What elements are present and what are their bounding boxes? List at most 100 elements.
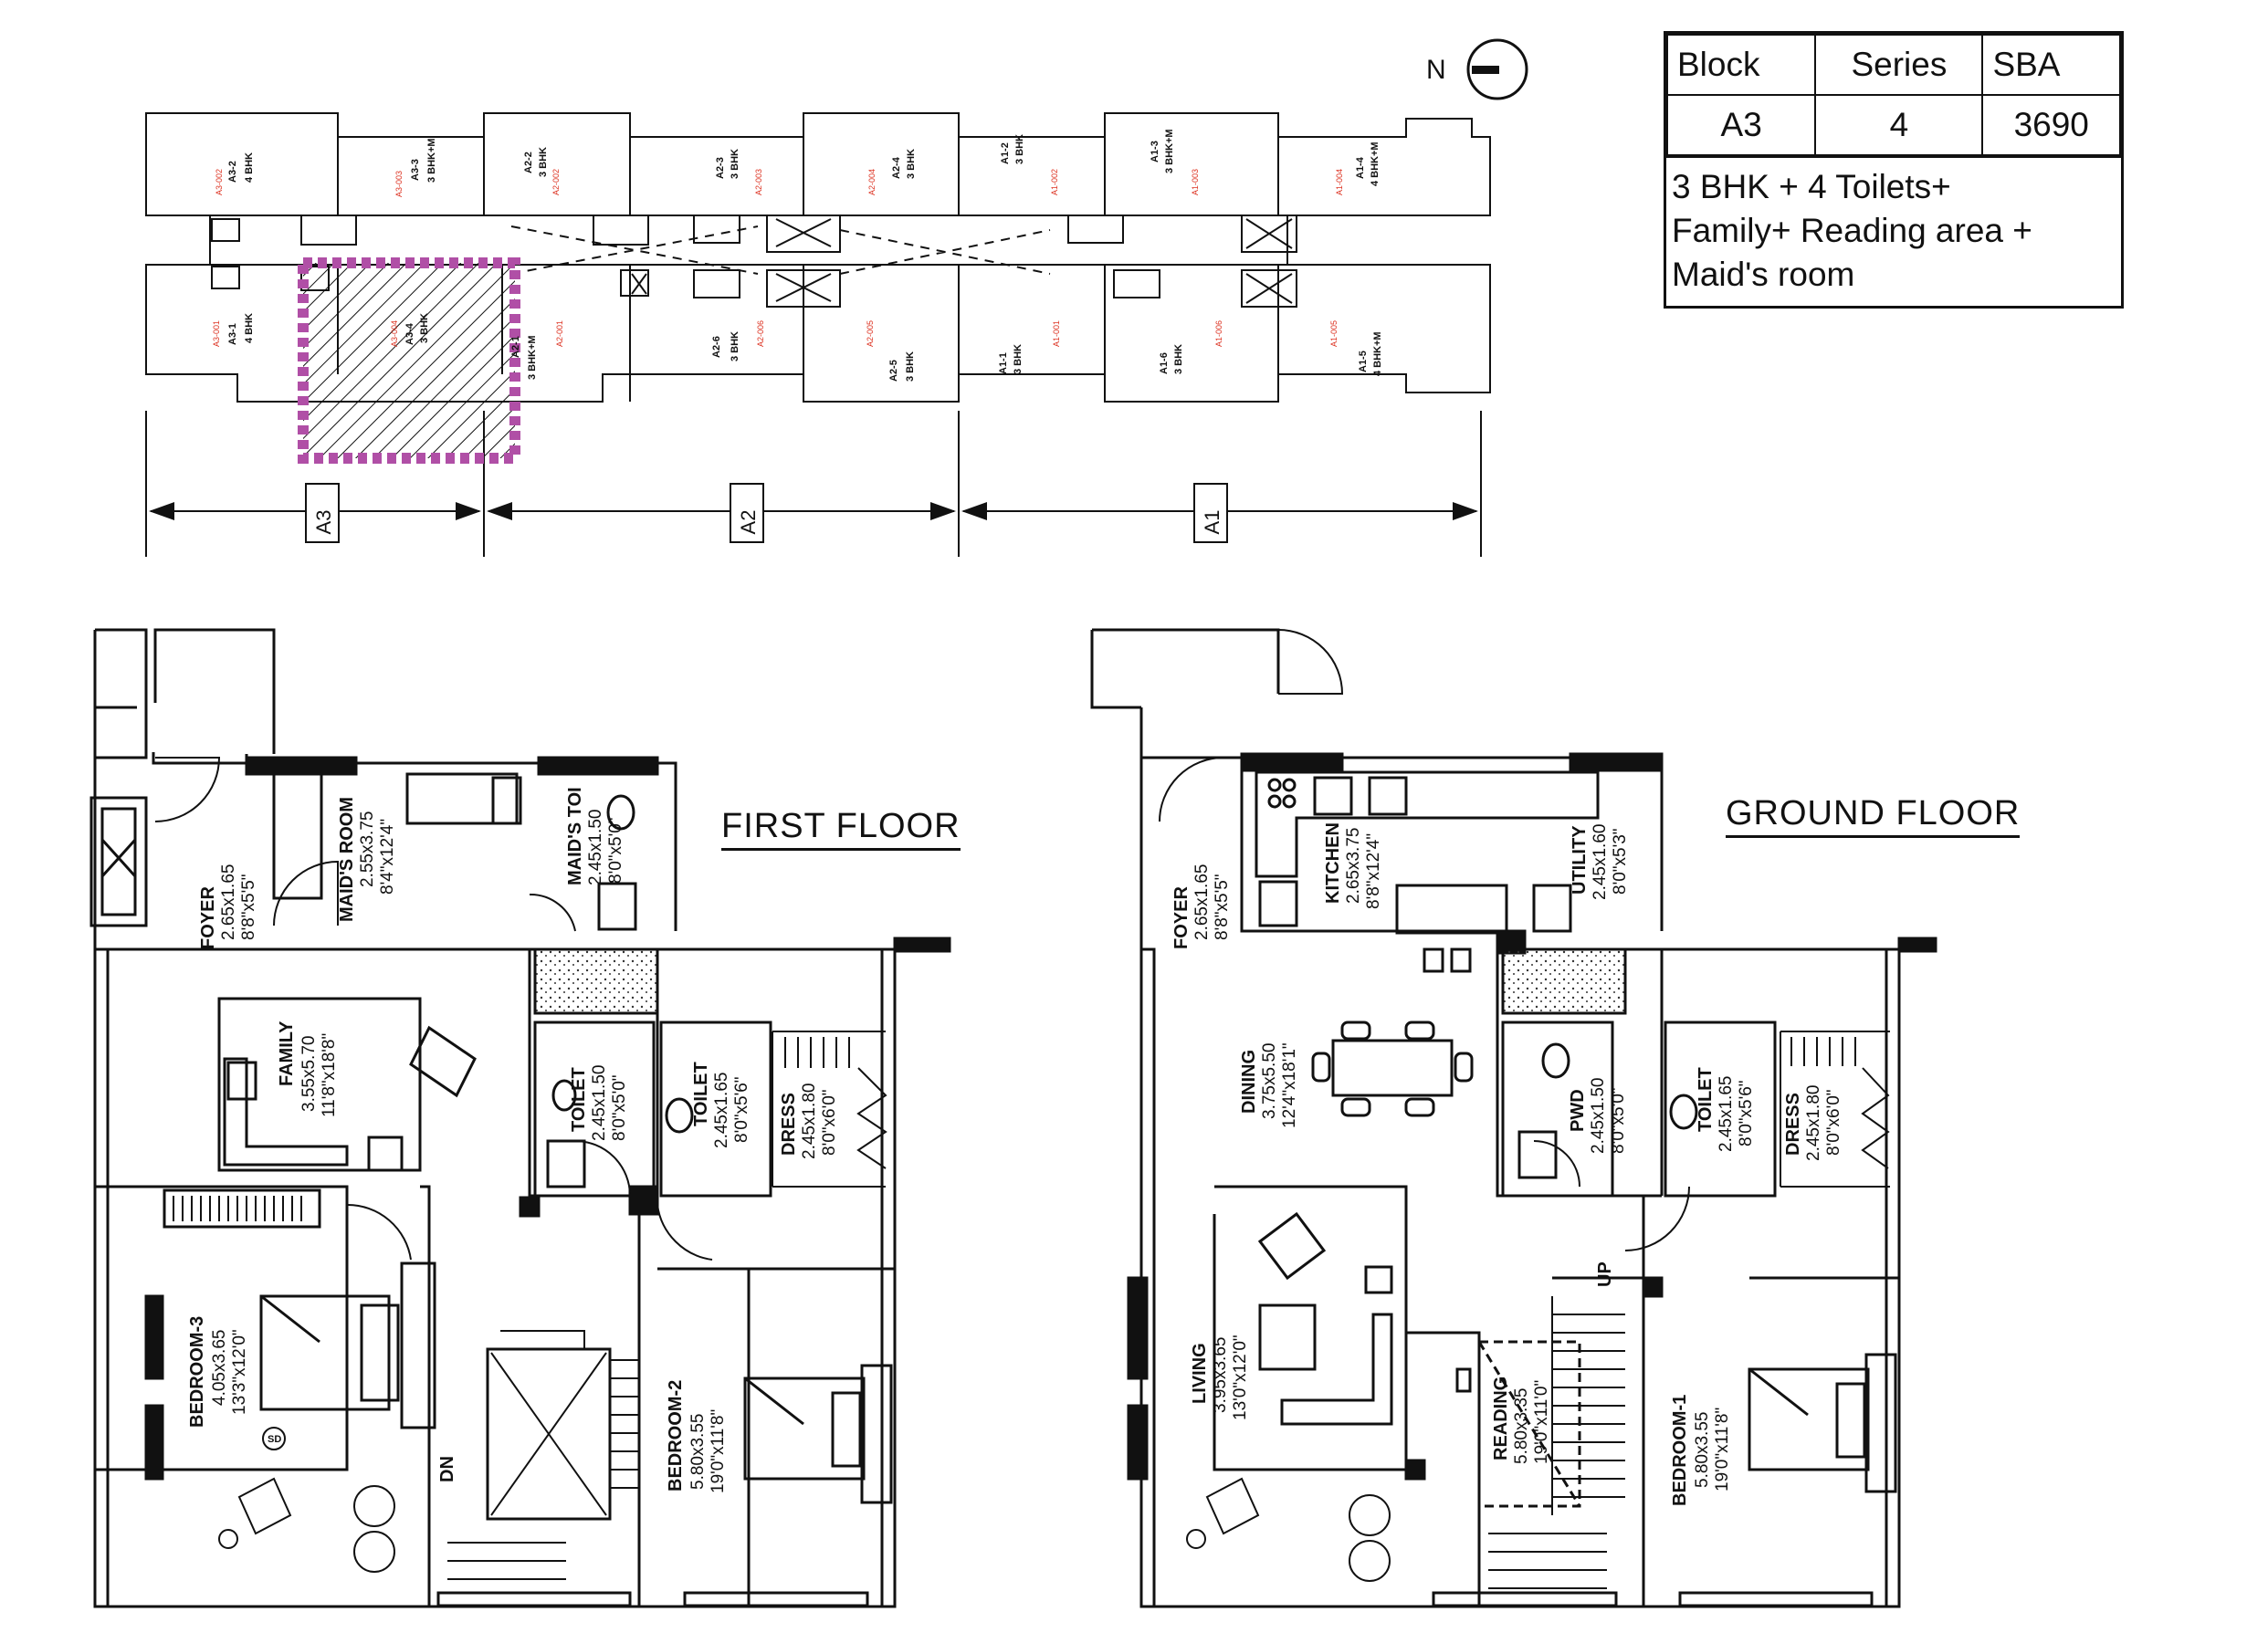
- unit-ref: A3-003: [394, 171, 404, 197]
- room-imperial-reading: 19'0"x11'0": [1532, 1380, 1551, 1464]
- value-sba: 3690: [1981, 94, 2121, 156]
- room-name-living: LIVING: [1190, 1343, 1210, 1404]
- unit-ref: A2-003: [754, 169, 763, 195]
- room-imperial-bedroom-1: 19'0"x11'8": [1713, 1408, 1732, 1492]
- unit-code: A1-6: [1159, 352, 1170, 374]
- unit-ref: A1-001: [1052, 320, 1061, 347]
- room-name-utility: UTILITY: [1570, 825, 1590, 895]
- room-name-kitchen: KITCHEN: [1323, 822, 1343, 904]
- room-metric-pwd: 2.45x1.50: [1589, 1078, 1608, 1154]
- unit-ref: A3-001: [212, 320, 221, 347]
- ground-floor-labels: FOYER 2.65x1.65 8'8"x5'5" KITCHEN 2.65x3…: [1171, 822, 1843, 1506]
- unit-ref: A3-002: [215, 169, 224, 195]
- room-imperial-bedroom-3: 13'3"x12'0": [230, 1329, 249, 1415]
- room-metric-bedroom-2: 5.80x3.55: [688, 1414, 708, 1490]
- room-imperial-foyer: 8'8"x5'5": [1213, 874, 1232, 940]
- room-name-dress: DRESS: [1783, 1093, 1803, 1156]
- unit-code: A1-5: [1358, 351, 1369, 372]
- unit-code: A3-1: [227, 323, 238, 345]
- unit-code: A2-6: [711, 336, 722, 358]
- room-metric-living: 3.95x3.65: [1211, 1337, 1230, 1413]
- room-metric-kitchen: 2.65x3.75: [1344, 828, 1363, 904]
- room-imperial-dress: 8'0"x6'0": [1824, 1089, 1843, 1156]
- room-metric-dress: 2.45x1.80: [1804, 1085, 1823, 1161]
- north-arrow: N: [1426, 38, 1528, 100]
- unit-type: 3 BHK: [1173, 344, 1184, 374]
- first-floor-plan: [89, 628, 951, 1608]
- unit-type: 4 BHK: [244, 313, 255, 343]
- header-series: Series: [1814, 34, 1984, 96]
- room-imperial-dress: 8'0"x6'0": [820, 1089, 839, 1156]
- room-metric-bedroom-1: 5.80x3.55: [1693, 1412, 1712, 1488]
- room-name-dress: DRESS: [779, 1093, 799, 1156]
- unit-ref: A2-004: [867, 169, 877, 195]
- unit-type: 3 BHK: [905, 351, 916, 382]
- first-floor-labels: FOYER 2.65x1.65 8'8"x5'5" MAID'S ROOM 2.…: [187, 787, 839, 1493]
- value-block: A3: [1665, 94, 1817, 156]
- unit-code: A2-4: [891, 156, 902, 179]
- unit-ref: A2-005: [866, 320, 875, 347]
- room-name-foyer: FOYER: [198, 886, 218, 949]
- unit-type: 4 BHK: [244, 152, 255, 183]
- unit-ref: A1-006: [1214, 320, 1223, 347]
- ground-floor-plan: [1090, 628, 1937, 1608]
- room-name-maids-room: MAID'S ROOM: [337, 797, 357, 922]
- unit-type: 3 BHK+M: [527, 335, 538, 380]
- room-name-maids-toi: MAID'S TOI: [565, 787, 585, 885]
- room-imperial-maids-room: 8'4"x12'4": [378, 819, 397, 895]
- unit-type: 3 BHK: [1013, 344, 1024, 374]
- unit-type: 3 BHK+M: [1164, 129, 1175, 173]
- description-line: Family+ Reading area +: [1672, 212, 2032, 249]
- room-name-bedroom-2: BEDROOM-2: [666, 1380, 686, 1492]
- room-imperial-toilet: 8'0"x5'6": [732, 1076, 751, 1143]
- room-metric-dining: 3.75x5.50: [1260, 1043, 1279, 1119]
- room-name-toilet: TOILET: [569, 1067, 589, 1132]
- room-name-reading: READING: [1491, 1377, 1511, 1460]
- unit-type: 3 BHK: [730, 149, 740, 179]
- unit-ref: A2-001: [555, 320, 564, 347]
- header-block: Block: [1665, 34, 1817, 96]
- header-sba: SBA: [1981, 34, 2121, 96]
- room-metric-dress: 2.45x1.80: [800, 1083, 819, 1159]
- unit-code: A1-3: [1150, 141, 1160, 162]
- room-imperial-toilet: 8'0"x5'0": [610, 1074, 629, 1141]
- room-imperial-family: 11'8"x18'8": [320, 1033, 339, 1117]
- room-name-bedroom-3: BEDROOM-3: [187, 1316, 207, 1428]
- room-imperial-foyer: 8'8"x5'5": [239, 874, 258, 940]
- value-series: 4: [1814, 94, 1984, 156]
- block-label-a1: A1: [1201, 510, 1223, 535]
- unit-code: A1-1: [998, 352, 1009, 374]
- block-label-a3: A3: [312, 510, 335, 535]
- unit-type: 4 BHK+M: [1370, 141, 1381, 186]
- key-plan: [145, 112, 1491, 557]
- room-name-dining: DINING: [1239, 1050, 1259, 1114]
- unit-code: A2-1: [510, 336, 521, 358]
- room-metric-family: 3.55x5.70: [299, 1036, 319, 1112]
- unit-type: 3 BHK: [730, 331, 740, 361]
- room-name-family: FAMILY: [277, 1021, 297, 1086]
- room-imperial-kitchen: 8'8"x12'4": [1364, 833, 1383, 909]
- unit-code: A2-3: [715, 157, 726, 179]
- room-imperial-bedroom-2: 19'0"x11'8": [709, 1409, 728, 1493]
- first-floor-title: FIRST FLOOR: [721, 807, 961, 851]
- room-metric-maids-room: 2.55x3.75: [358, 811, 377, 887]
- unit-ref: A1-004: [1335, 169, 1344, 195]
- stair-up-label: UP: [1595, 1261, 1615, 1287]
- unit-code: A3-2: [227, 161, 238, 183]
- room-imperial-living: 13'0"x12'0": [1231, 1335, 1250, 1420]
- key-plan-unit-tags-top: A3-2 4 BHK A3-002 A3-3 3 BHK+M A3-003 A2…: [215, 129, 1381, 197]
- unit-code: A3-4: [404, 322, 415, 345]
- unit-ref: A3-004: [390, 320, 399, 347]
- highlighted-unit: [298, 257, 520, 464]
- room-imperial-utility: 8'0"x5'3": [1611, 828, 1630, 895]
- room-imperial-pwd: 8'0"x5'0": [1609, 1087, 1628, 1154]
- unit-ref: A2-002: [551, 169, 561, 195]
- unit-ref: A1-003: [1191, 169, 1200, 195]
- room-metric-bedroom-3: 4.05x3.65: [210, 1330, 229, 1406]
- unit-ref: A1-005: [1329, 320, 1339, 347]
- unit-type: 3 BHK+M: [426, 138, 437, 183]
- room-metric-reading: 5.80x3.35: [1512, 1388, 1531, 1464]
- unit-type: 3 BHK: [419, 313, 430, 343]
- unit-info-table: Block Series SBA A3 4 3690 3 BHK + 4 Toi…: [1664, 31, 2124, 309]
